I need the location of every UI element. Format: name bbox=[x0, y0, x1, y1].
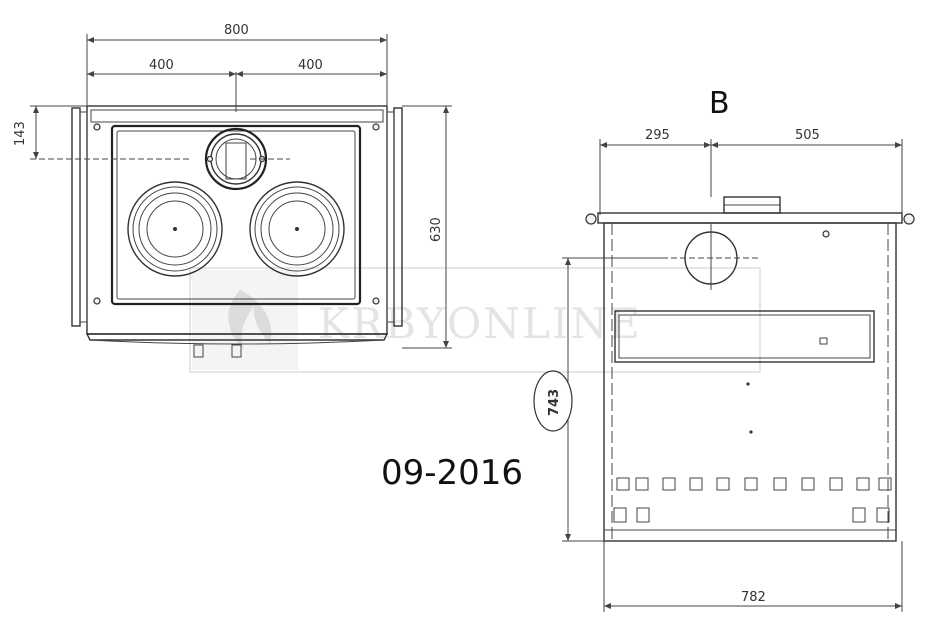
dim-flue-left: 295 bbox=[645, 128, 670, 143]
dim-height-callout bbox=[533, 370, 573, 432]
front-view-dimensions: 295 505 743 782 bbox=[533, 128, 903, 612]
hotplate-left bbox=[127, 181, 223, 277]
revision-date: 09-2016 bbox=[381, 453, 523, 493]
front-body bbox=[603, 222, 897, 542]
view-label: B bbox=[709, 86, 730, 121]
oven-panel bbox=[614, 310, 875, 363]
cooktop-plate bbox=[110, 124, 362, 306]
dim-flue-offset: 143 bbox=[13, 121, 28, 146]
left-side-rail bbox=[71, 107, 81, 327]
watermark: KRBYONLINE bbox=[189, 267, 761, 373]
top-view bbox=[30, 72, 403, 358]
dim-height: 743 bbox=[547, 389, 562, 416]
dim-depth: 630 bbox=[429, 217, 444, 242]
foot-left bbox=[193, 344, 204, 358]
hotplate-right bbox=[249, 181, 345, 277]
front-view bbox=[585, 196, 915, 542]
dim-left-half: 400 bbox=[149, 58, 174, 73]
dim-total-width: 800 bbox=[224, 23, 249, 38]
dim-right-half: 400 bbox=[298, 58, 323, 73]
foot-right bbox=[231, 344, 242, 358]
flue-collar bbox=[204, 127, 268, 191]
top-plate bbox=[597, 212, 903, 224]
dim-width: 782 bbox=[741, 590, 766, 605]
dim-flue-right: 505 bbox=[795, 128, 820, 143]
vent-row bbox=[613, 477, 892, 523]
top-view-dimensions: 800 400 400 143 630 bbox=[13, 23, 452, 349]
right-side-rail bbox=[393, 107, 403, 327]
